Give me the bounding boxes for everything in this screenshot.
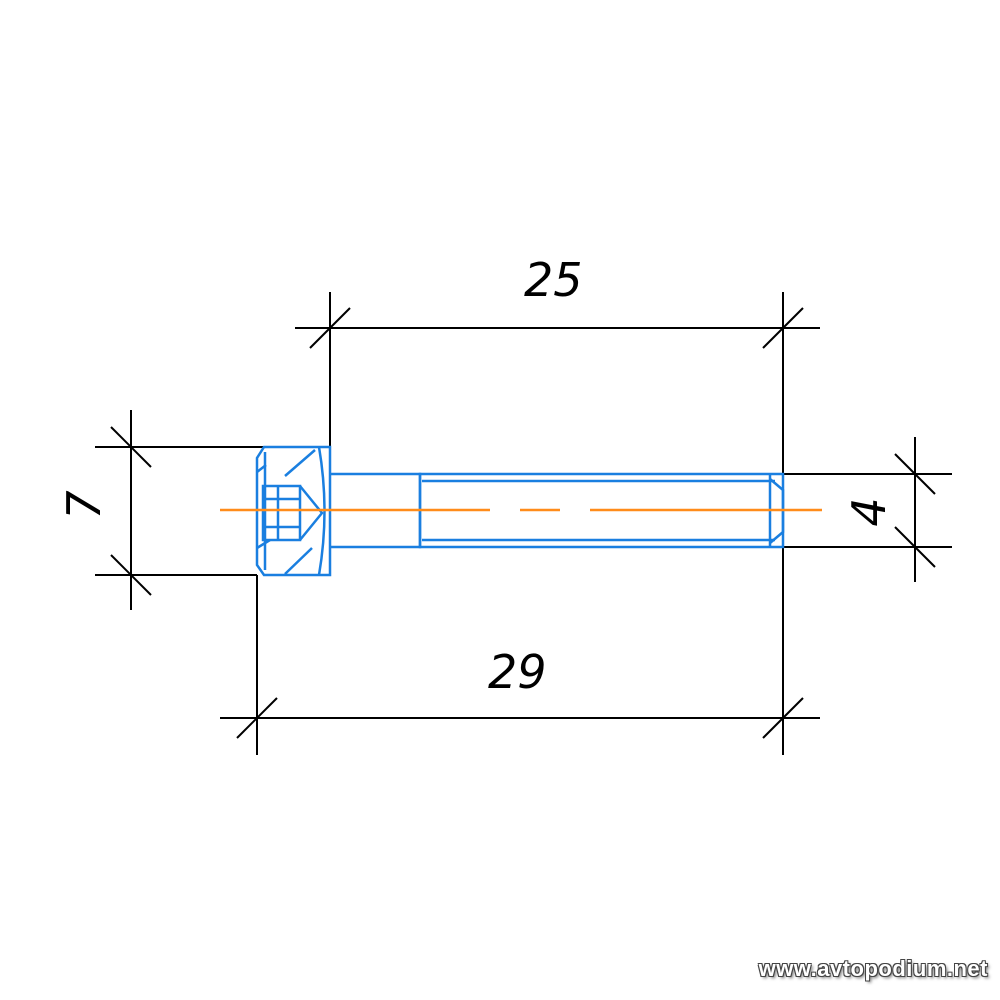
socket-cone (299, 485, 324, 541)
bolt-outline (255, 445, 785, 577)
tick-mark (762, 307, 804, 349)
dimension-thread-diameter (770, 437, 952, 582)
dimension-head-diameter (95, 410, 330, 610)
dimension-total-length (220, 548, 820, 755)
hex-socket (261, 484, 302, 542)
tick-mark (894, 526, 936, 568)
head-hatch (256, 538, 271, 550)
head-hatch (284, 547, 313, 575)
dimension-thread-length (295, 292, 820, 475)
tick-mark (762, 697, 804, 739)
watermark: www.avtopodium.net (758, 956, 988, 981)
dimension-label-29: 29 (488, 645, 547, 699)
dimension-label-25: 25 (524, 253, 583, 307)
bolt-thread (418, 472, 785, 549)
bolt-head (255, 445, 332, 577)
tick-mark (110, 426, 152, 468)
dimension-label-7: 7 (57, 490, 111, 519)
tick-mark (236, 697, 278, 739)
tick-mark (110, 554, 152, 596)
dimension-label-4: 4 (842, 497, 896, 526)
tick-mark (309, 307, 351, 349)
tick-mark (894, 453, 936, 495)
head-hatch (256, 464, 267, 473)
head-hatch (284, 449, 316, 477)
